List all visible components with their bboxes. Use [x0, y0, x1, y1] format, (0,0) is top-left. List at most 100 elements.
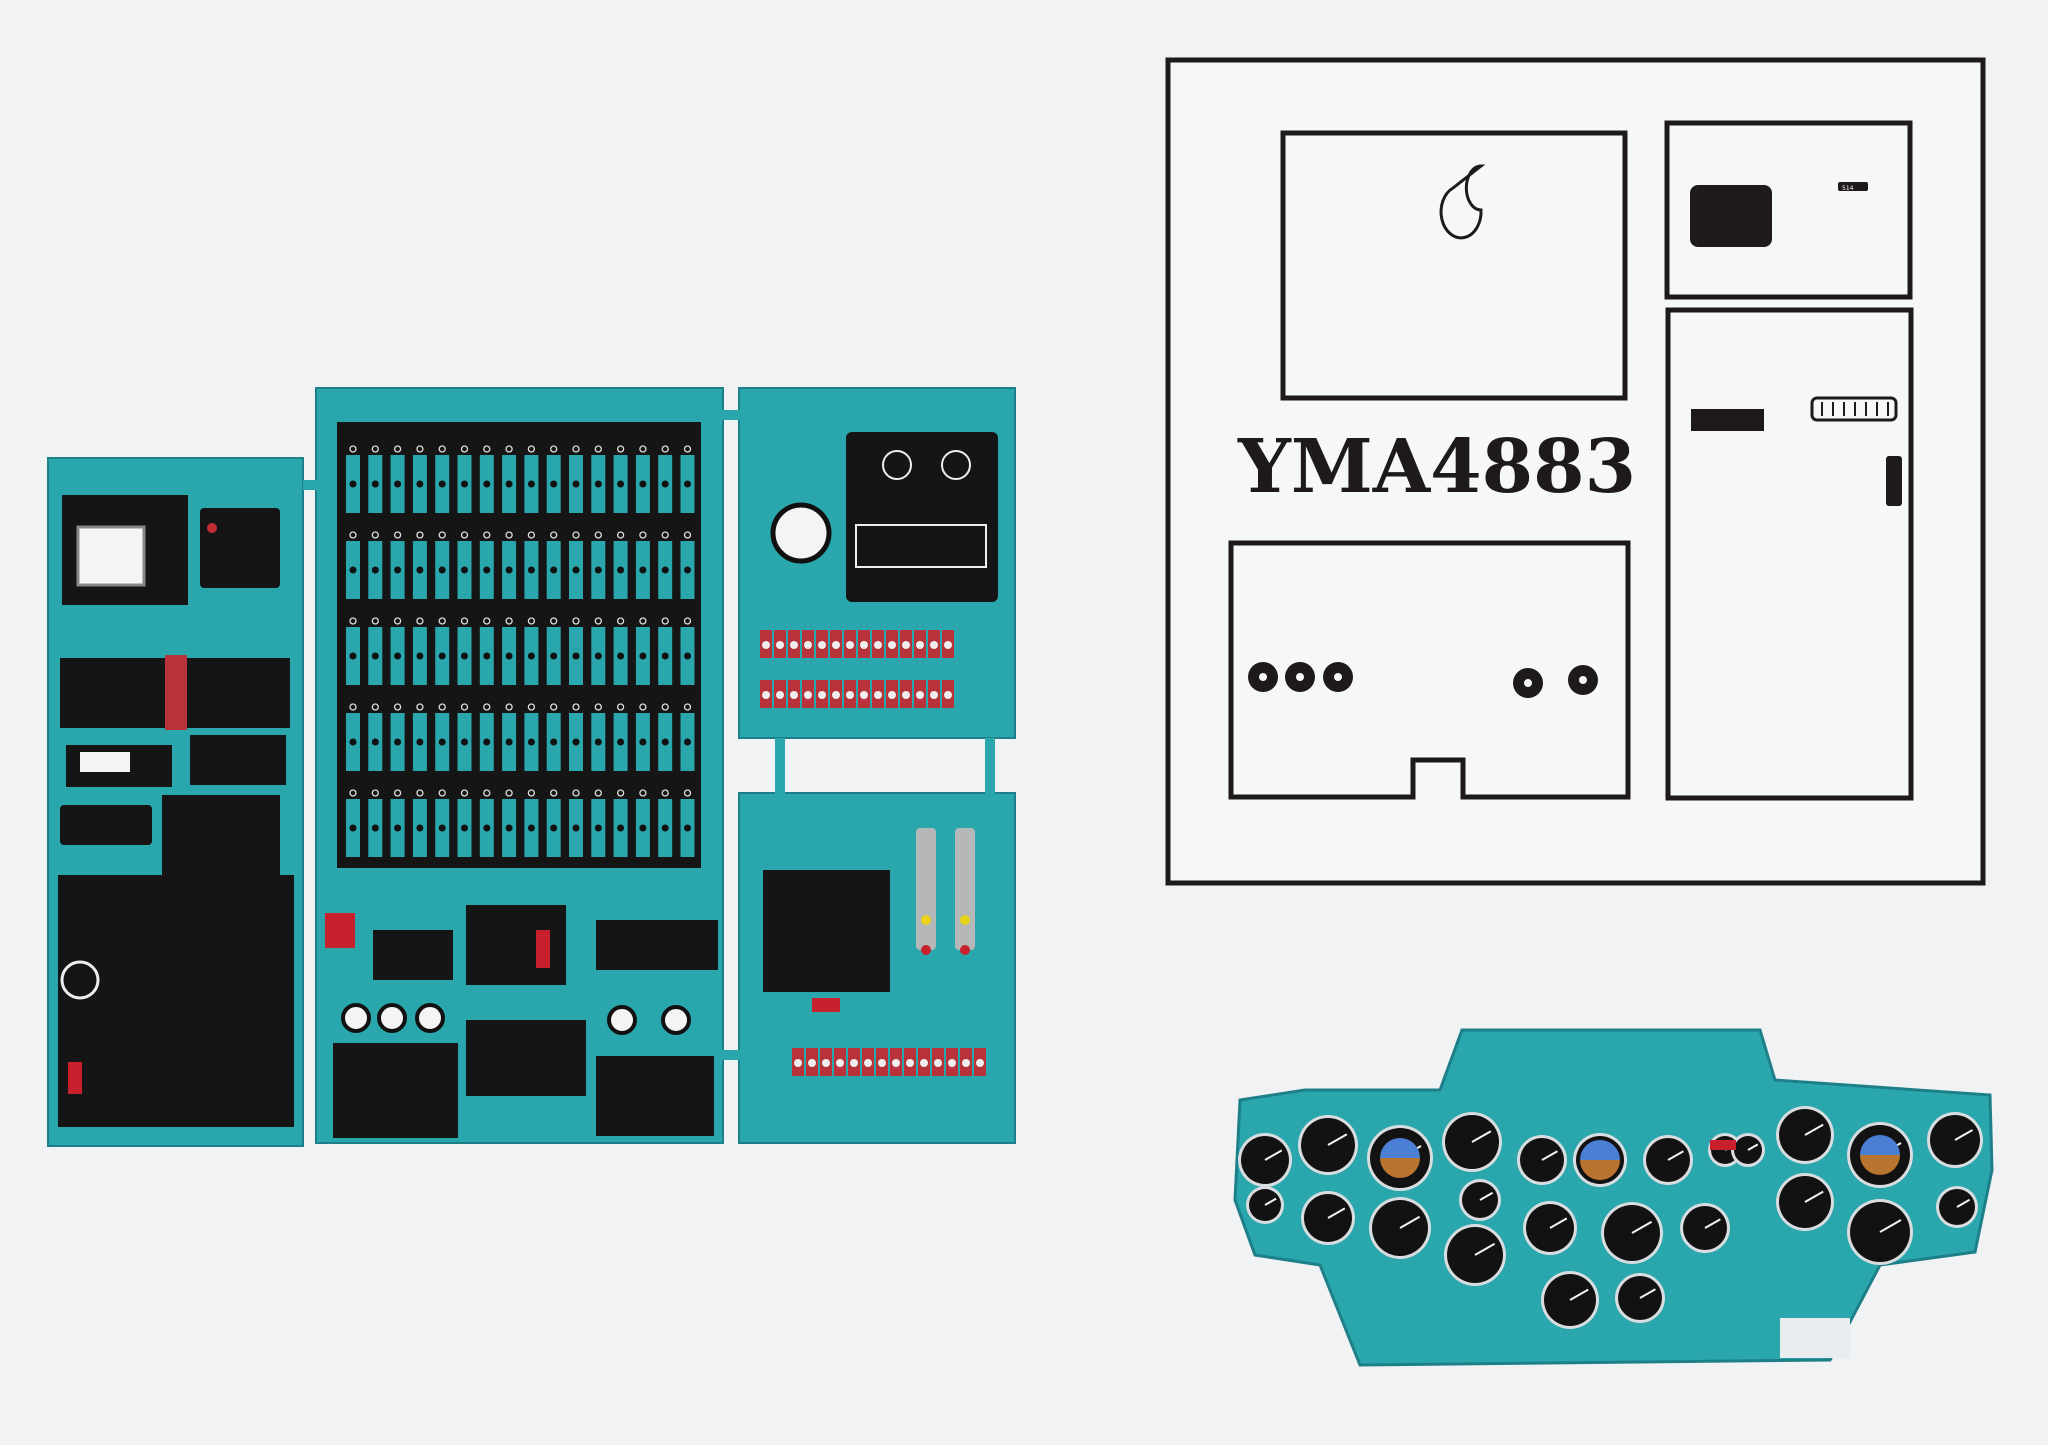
film-outer-border	[1165, 57, 1986, 886]
breaker-hole	[394, 652, 402, 660]
knob-icon	[60, 960, 100, 1000]
breaker-lamp	[349, 531, 357, 539]
acetate-film-sheet: 514 YMA4883	[1165, 57, 1986, 886]
breaker-lamp	[416, 617, 424, 625]
breaker-lamp	[616, 445, 625, 453]
breaker-dot	[762, 641, 770, 649]
breaker-lamp	[639, 617, 647, 625]
breaker-lamp	[438, 617, 446, 625]
gauge-needle	[1804, 1190, 1824, 1203]
breaker-hole	[661, 824, 669, 832]
film-code-label: YMA4883	[1237, 424, 1636, 510]
breaker-hole	[550, 480, 558, 488]
breaker-hole	[505, 738, 513, 746]
film-window-right-tall	[1665, 307, 1914, 801]
breaker-lamp	[683, 789, 692, 797]
center-knobs	[341, 1003, 691, 1035]
breaker-hole	[527, 652, 535, 660]
breaker-lamp	[527, 789, 536, 797]
breaker-hole	[461, 652, 468, 660]
light-switch-block	[60, 805, 152, 845]
red-lever	[68, 1062, 82, 1094]
breaker-lamp	[349, 703, 357, 711]
red-lamp	[921, 945, 931, 955]
breaker-dot	[832, 691, 840, 699]
gauge-hub	[1296, 673, 1304, 681]
breaker-dot	[874, 691, 882, 699]
breaker-lamp	[393, 703, 402, 711]
breaker-dot	[934, 1059, 942, 1067]
breaker-hole	[684, 480, 691, 488]
breaker-hole	[527, 480, 535, 488]
film-black-bar	[1691, 409, 1764, 431]
breaker-hole	[550, 738, 558, 746]
fuel-system-block	[466, 905, 566, 985]
breaker-hole	[483, 738, 491, 746]
knob-icon	[415, 1003, 445, 1033]
knob-icon	[341, 1003, 371, 1033]
gauge-needle	[1549, 1217, 1568, 1229]
breaker-lamp	[349, 617, 357, 625]
breaker-lamp	[371, 789, 379, 797]
breaker-dot	[776, 641, 784, 649]
breaker-hole	[371, 480, 379, 488]
breaker-dot	[962, 1059, 970, 1067]
breaker-hole	[639, 652, 647, 660]
breaker-hole	[572, 824, 580, 832]
sprue	[722, 1050, 740, 1060]
red-lamp	[207, 523, 217, 533]
breaker-lamp	[639, 445, 647, 453]
breaker-dot	[888, 691, 896, 699]
breaker-lamp	[661, 617, 669, 625]
film-window-top-right	[1664, 120, 1913, 300]
breaker-lamp	[572, 531, 580, 539]
breaker-dot	[948, 1059, 956, 1067]
radar-screen	[76, 525, 146, 587]
breaker-lamp	[416, 531, 424, 539]
breaker-hole	[461, 566, 468, 574]
breaker-hole	[505, 652, 513, 660]
gauge-needle	[1471, 1130, 1492, 1143]
breaker-hole	[349, 566, 357, 574]
breaker-lamp	[572, 445, 580, 453]
film-tag-text: 514	[1842, 185, 1854, 192]
breaker-hole	[572, 480, 580, 488]
breaker-lamp	[683, 445, 692, 453]
breaker-dot	[930, 691, 938, 699]
breaker-hole	[505, 824, 513, 832]
breaker-hole	[661, 566, 669, 574]
breaker-dot	[850, 1059, 858, 1067]
breaker-lamp	[572, 617, 580, 625]
gauge-needle	[1327, 1133, 1348, 1146]
gauge-needle	[1954, 1129, 1973, 1141]
gauge-needle	[1747, 1143, 1759, 1151]
breaker-dot	[790, 641, 798, 649]
breaker-hole	[505, 566, 513, 574]
breaker-dot	[902, 641, 910, 649]
breaker-dot	[874, 641, 882, 649]
photo-etch-fret-side-panels	[47, 387, 1016, 1147]
gauge-needle	[1956, 1198, 1971, 1208]
red-switch	[1710, 1140, 1736, 1150]
breaker-dot	[902, 691, 910, 699]
lighting-control-block	[763, 870, 890, 992]
silver-lever-right	[955, 828, 975, 950]
radio-unit-2	[190, 735, 286, 785]
breaker-hole	[639, 480, 647, 488]
breaker-lamp	[594, 789, 602, 797]
dial-icon	[882, 450, 912, 480]
breaker-lamp	[527, 531, 536, 539]
breaker-hole	[572, 652, 580, 660]
gauge-needle	[1704, 1218, 1721, 1229]
breaker-hole	[349, 738, 357, 746]
breaker-lamp	[460, 617, 469, 625]
breaker-hole	[438, 824, 446, 832]
attitude-sky	[1580, 1140, 1620, 1160]
attitude-sky	[1860, 1135, 1900, 1155]
breaker-lamp	[616, 531, 625, 539]
breaker-dot	[794, 1059, 802, 1067]
breaker-lamp	[505, 789, 513, 797]
breaker-hole	[550, 652, 558, 660]
breaker-lamp	[572, 789, 580, 797]
breaker-lamp	[349, 445, 357, 453]
